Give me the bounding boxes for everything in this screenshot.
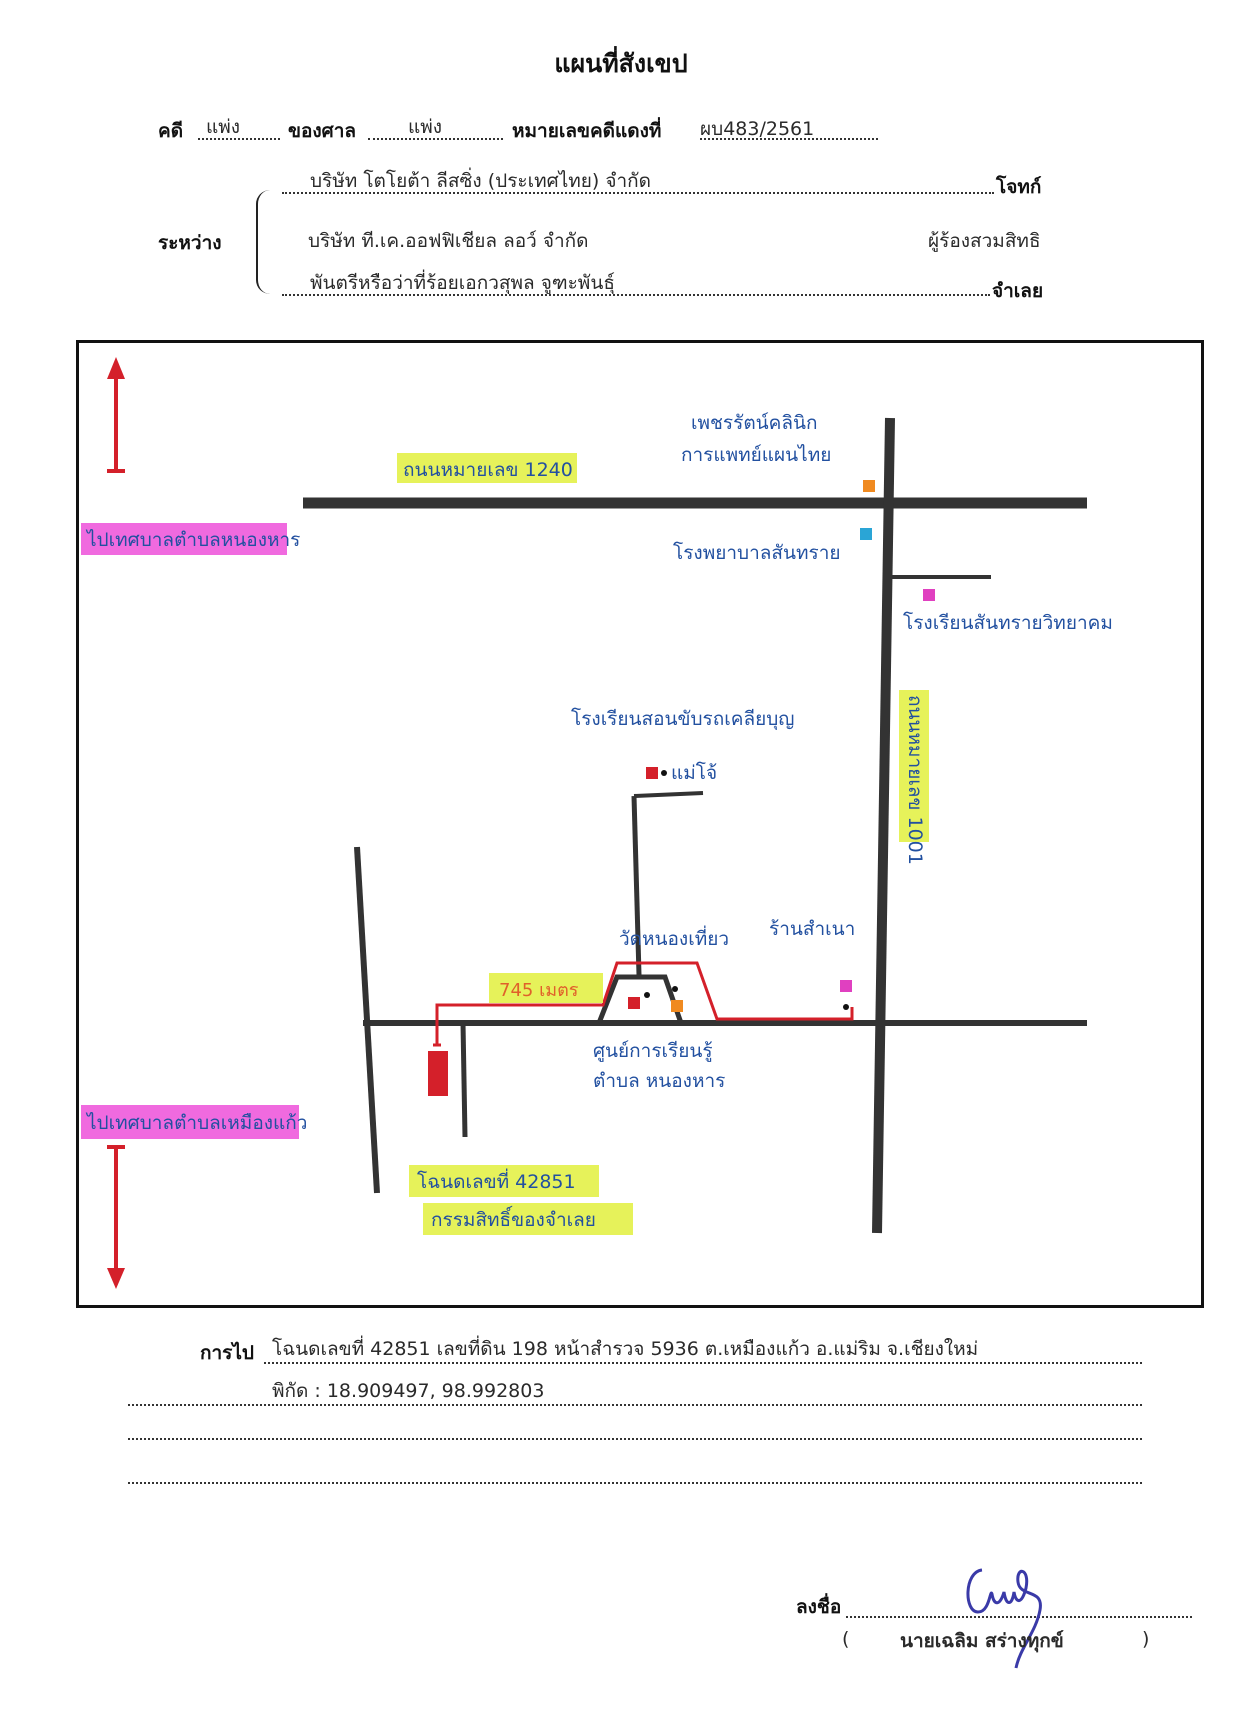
directions-line-2: พิกัด : 18.909497, 98.992803 [128, 1378, 1142, 1406]
signature-label: ลงชื่อ [796, 1596, 842, 1618]
case-type-line: แพ่ง [198, 116, 280, 140]
learning-center-marker-icon [671, 1000, 683, 1012]
clinic-label-line2: การแพทย์แผนไทย [681, 444, 831, 466]
south-arrow-icon [107, 1145, 125, 1289]
road-1001-label: ถนนหมายเลข 1001 [904, 695, 926, 865]
school-a-label: โรงเรียนสันทรายวิทยาคม [903, 611, 1113, 634]
road-1240-label: ถนนหมายเลข 1240 [403, 459, 573, 481]
plot-marker [428, 1051, 448, 1096]
directions-line-3 [128, 1422, 1142, 1440]
to-nong-han-label: ไปเทศบาลตำบลหนองหาร [85, 529, 300, 551]
red-case-line: ผบ483/2561 [700, 116, 878, 140]
signatory-name: นายเฉลิม สร่างทุกข์ [900, 1630, 1064, 1652]
party-brace [256, 190, 276, 294]
signature-open-paren: ( [842, 1628, 850, 1650]
signature-close-paren: ) [1142, 1628, 1150, 1650]
shop-marker-icon [840, 980, 852, 992]
temple-label: วัดหนองเที่ยว [619, 925, 729, 950]
north-arrow-icon [107, 357, 125, 473]
clinic-marker-icon [863, 480, 875, 492]
defendant-line: พันตรีหรือว่าที่ร้อยเอกวสุพล จูฑะพันธุ์ [282, 270, 990, 296]
school-b-marker-icon [646, 767, 658, 779]
owner-label: กรรมสิทธิ์ของจำเลย [431, 1205, 596, 1231]
case-label: คดี [158, 120, 184, 142]
school-a-marker-icon [923, 589, 935, 601]
distance-label: 745 เมตร [499, 980, 579, 1001]
sketch-map: ถนนหมายเลข 1240 ถนนหมายเลข 1001 เพชรรัตน… [76, 340, 1204, 1308]
defendant-role: จำเลย [992, 280, 1044, 302]
signature-line [846, 1594, 1192, 1618]
red-case-label: หมายเลขคดีแดงที่ [512, 120, 662, 142]
map-canvas: ถนนหมายเลข 1240 ถนนหมายเลข 1001 เพชรรัตน… [81, 357, 1113, 1289]
learning-center-label: ศูนย์การเรียนรู้ [593, 1040, 713, 1062]
directions-line-1: โฉนดเลขที่ 42851 เลขที่ดิน 198 หน้าสำรวจ… [264, 1336, 1142, 1364]
to-muang-kaew-label: ไปเทศบาลตำบลเหมืองแก้ว [85, 1112, 307, 1134]
hospital-marker-icon [860, 528, 872, 540]
plaintiff-role: โจทก์ [996, 176, 1042, 198]
plot-label: โฉนดเลขที่ 42851 [417, 1168, 576, 1193]
court-value: แพ่ง [408, 116, 443, 138]
hospital-label: โรงพยาบาลสันทราย [673, 541, 841, 564]
court-value-line: แพ่ง [368, 116, 503, 140]
directions-text-1: โฉนดเลขที่ 42851 เลขที่ดิน 198 หน้าสำรวจ… [272, 1338, 979, 1360]
defendant-name: พันตรีหรือว่าที่ร้อยเอกวสุพล จูฑะพันธุ์ [310, 272, 615, 294]
between-label: ระหว่าง [158, 232, 222, 254]
red-case-number: ผบ483/2561 [700, 118, 815, 140]
clinic-label: เพชรรัตน์คลินิก [691, 412, 818, 434]
shop-label: ร้านสำเนา [769, 918, 855, 940]
learning-center-label-line2: ตำบล หนองหาร [593, 1070, 725, 1092]
page-title: แผนที่สังเขป [554, 49, 688, 78]
directions-label: การไป [200, 1342, 254, 1364]
road-1001-line [872, 417, 895, 1234]
road-network [303, 417, 1087, 1234]
plaintiff-line: บริษัท โตโยต้า ลีสซิ่ง (ประเทศไทย) จำกัด [282, 168, 994, 194]
directions-text-2: พิกัด : 18.909497, 98.992803 [272, 1380, 545, 1402]
plaintiff-name: บริษัท โตโยต้า ลีสซิ่ง (ประเทศไทย) จำกัด [310, 170, 652, 192]
temple-marker-icon [628, 997, 640, 1009]
school-b-label-line2: แม่โจ้ [671, 761, 717, 784]
route-to-plot [428, 961, 854, 1096]
subrogee-name: บริษัท ที.เค.ออฟฟิเชียล ลอว์ จำกัด [308, 230, 589, 252]
directions-line-4 [128, 1466, 1142, 1484]
signature-scribble [966, 1568, 1042, 1669]
school-b-label: โรงเรียนสอนขับรถเคลียบุญ [571, 707, 795, 731]
subrogee-role: ผู้ร้องสวมสิทธิ [928, 230, 1041, 252]
case-type: แพ่ง [206, 116, 241, 138]
court-label: ของศาล [288, 120, 357, 142]
